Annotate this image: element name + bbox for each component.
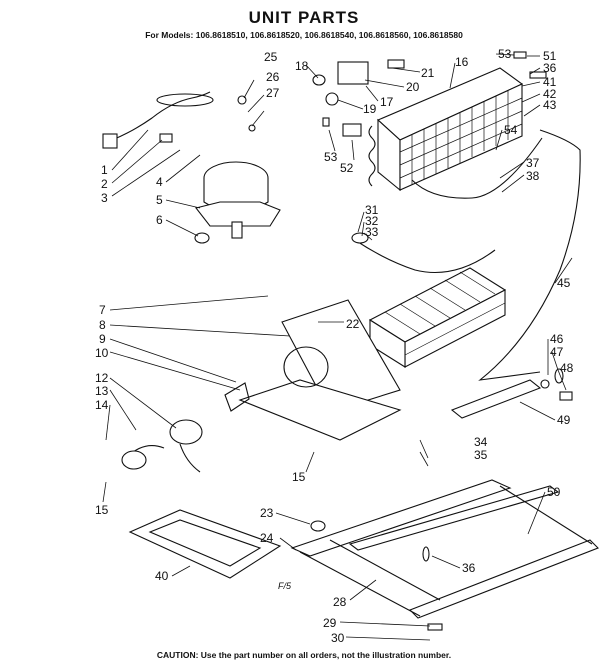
callout-40: 40 <box>155 569 169 583</box>
callout-9: 9 <box>99 332 106 346</box>
callout-48: 48 <box>560 361 574 375</box>
callout-15-left: 14 <box>95 398 109 412</box>
callout-13: 13 <box>95 384 109 398</box>
callout-54: 54 <box>504 123 518 137</box>
callout-numbers: 1 2 3 4 5 6 7 8 9 10 12 13 14 15 15 16 1… <box>95 47 574 645</box>
callout-53-top: 53 <box>498 47 512 61</box>
fan-motor <box>121 419 203 473</box>
callout-27: 27 <box>266 86 280 100</box>
callout-2: 2 <box>101 177 108 191</box>
page-title: UNIT PARTS <box>248 8 360 27</box>
callout-22: 22 <box>346 317 360 331</box>
callout-29: 29 <box>323 616 337 630</box>
callout-37: 37 <box>526 156 540 170</box>
compressor <box>194 161 281 244</box>
callout-20: 20 <box>406 80 420 94</box>
callout-1: 1 <box>101 163 108 177</box>
callout-52: 52 <box>340 161 354 175</box>
callout-8: 8 <box>99 318 106 332</box>
callout-34: 34 <box>474 435 488 449</box>
drain-pan <box>128 509 282 579</box>
callout-36-top: 36 <box>543 61 557 75</box>
callout-19: 19 <box>363 102 377 116</box>
upper-small-parts <box>237 51 547 137</box>
evaporator-coil <box>368 267 507 368</box>
callout-38: 38 <box>526 169 540 183</box>
callout-28: 28 <box>333 595 347 609</box>
callout-46: 46 <box>550 332 564 346</box>
refrigerant-tubing <box>351 129 581 381</box>
caution-note: CAUTION: Use the part number on all orde… <box>156 650 452 660</box>
callout-15-bottom: 15 <box>292 470 306 484</box>
callout-5: 5 <box>156 193 163 207</box>
callout-32: 32 <box>365 214 379 228</box>
callout-10: 10 <box>95 346 109 360</box>
base-frame <box>290 479 599 631</box>
callout-16: 16 <box>455 55 469 69</box>
callout-3: 3 <box>101 191 108 205</box>
callout-4: 4 <box>156 175 163 189</box>
model-list: For Models: 106.8618510, 106.8618520, 10… <box>145 30 463 40</box>
callout-45: 45 <box>557 276 571 290</box>
callout-30: 30 <box>331 631 345 645</box>
callout-49: 49 <box>557 413 571 427</box>
power-cord <box>102 91 214 149</box>
callout-23: 23 <box>260 506 274 520</box>
callout-17: 17 <box>380 95 394 109</box>
callout-12: 12 <box>95 371 109 385</box>
callout-33: 33 <box>365 225 379 239</box>
callout-21: 21 <box>421 66 435 80</box>
callout-7: 7 <box>99 303 106 317</box>
callout-51: 51 <box>543 49 557 63</box>
fan-bracket <box>224 299 402 441</box>
callout-26: 26 <box>266 70 280 84</box>
drawing-tag: F/5 <box>278 581 292 591</box>
leader-lines <box>102 53 573 641</box>
callout-53-left: 53 <box>324 150 338 164</box>
callout-41: 41 <box>543 75 557 89</box>
callout-14: 15 <box>95 503 109 517</box>
callout-31: 31 <box>365 203 379 217</box>
callout-25: 25 <box>264 50 278 64</box>
callout-50: 50 <box>547 485 561 499</box>
right-bracket <box>450 368 573 419</box>
callout-36-bottom: 36 <box>462 561 476 575</box>
callout-47: 47 <box>550 345 564 359</box>
callout-24: 24 <box>260 531 274 545</box>
callout-18: 18 <box>295 59 309 73</box>
callout-35: 35 <box>474 448 488 462</box>
callout-43: 43 <box>543 98 557 112</box>
condenser-coil <box>368 67 524 192</box>
callout-42: 42 <box>543 87 557 101</box>
callout-6: 6 <box>156 213 163 227</box>
